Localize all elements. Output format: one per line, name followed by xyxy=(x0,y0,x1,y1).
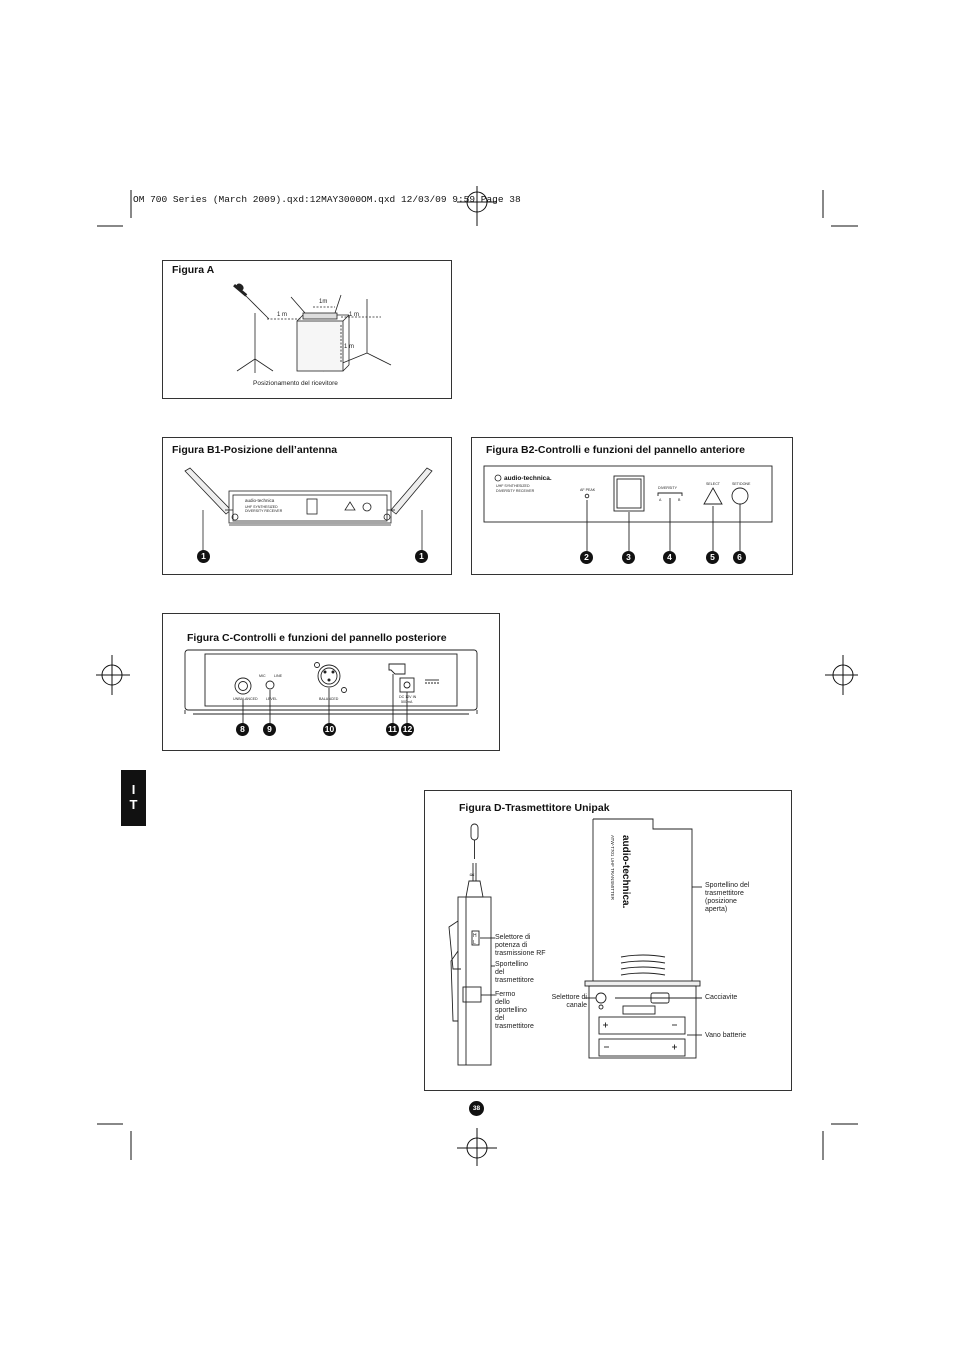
callout-12: 12 xyxy=(401,723,414,736)
label-door-latch: Fermo dello sportellino del trasmettitor… xyxy=(495,991,534,1030)
figure-b1: Figura B1-Posizione dell’antenna audio-t… xyxy=(162,437,452,575)
antenna-wave-mark: ≈ xyxy=(469,871,475,879)
transmitter-brand-text: audio-technica. xyxy=(620,835,631,909)
callout-1-left: 1 xyxy=(197,550,210,563)
b2-model-line1: UHF SYNTHESIZED xyxy=(496,484,530,488)
callout-2: 2 xyxy=(580,551,593,564)
b2-diversity-b: B xyxy=(678,498,681,502)
dim-left-label: 1 m xyxy=(277,312,288,318)
label-door-open-position: Sportellino del trasmettitore (posizione… xyxy=(705,882,750,913)
callout-10: 10 xyxy=(323,723,336,736)
label-battery-compartment: Vano batterie xyxy=(705,1032,747,1039)
front-panel-illustration: audio-technica. UHF SYNTHESIZED DIVERSIT… xyxy=(483,465,773,551)
b2-af-peak-label: AF PEAK xyxy=(580,488,596,492)
figure-b1-title: Figura B1-Posizione dell’antenna xyxy=(172,444,338,456)
page-number-badge: 38 xyxy=(469,1101,484,1116)
language-tab: I T xyxy=(121,770,146,826)
receiver-placement-illustration xyxy=(233,283,392,373)
callout-4: 4 xyxy=(663,551,676,564)
c-line-label: LINE xyxy=(274,674,283,678)
language-tab-line1: I xyxy=(131,782,136,797)
label-screwdriver: Cacciavite xyxy=(705,994,738,1001)
b2-set-label: SET/DONE xyxy=(732,482,751,486)
b2-diversity-a: A xyxy=(659,498,662,502)
b2-diversity-label: DIVERSITY xyxy=(658,486,678,490)
receiver-front-antennas-illustration: audio-technica UHF SYNTHESIZED DIVERSITY… xyxy=(184,467,433,552)
c-unbalanced-label: UNBALANCED xyxy=(233,697,258,701)
c-level-label: LEVEL xyxy=(266,697,277,701)
figure-c-title: Figura C-Controlli e funzioni del pannel… xyxy=(187,632,447,644)
figure-d: Figura D-Trasmettitore Unipak xyxy=(424,790,792,1091)
switch-lo-label: L xyxy=(473,940,476,946)
figure-c: Figura C-Controlli e funzioni del pannel… xyxy=(162,613,500,751)
callout-5: 5 xyxy=(706,551,719,564)
callout-3: 3 xyxy=(622,551,635,564)
rear-panel-illustration: UNBALANCED LEVEL MIC LINE BALANCED DC 12… xyxy=(184,649,478,724)
label-channel-selector: Selettore di canale xyxy=(551,994,587,1009)
callout-8: 8 xyxy=(236,723,249,736)
callout-1-right: 1 xyxy=(415,550,428,563)
c-mic-label: MIC xyxy=(259,674,266,678)
b1-brand-text: audio-technica xyxy=(245,498,275,503)
figure-d-title: Figura D-Trasmettitore Unipak xyxy=(459,802,610,814)
callout-11: 11 xyxy=(386,723,399,736)
label-transmitter-door: Sportellino del trasmettitore xyxy=(495,961,534,984)
dim-vertical-label: 1 m xyxy=(344,344,355,350)
figure-b2: Figura B2-Controlli e funzioni del panne… xyxy=(471,437,793,575)
figure-b2-title: Figura B2-Controlli e funzioni del panne… xyxy=(486,444,746,456)
figure-a: Figura A xyxy=(162,260,452,399)
b1-model-line2: DIVERSITY RECEIVER xyxy=(245,509,283,513)
dim-top-label: 1m xyxy=(319,299,328,305)
switch-hi-label: H xyxy=(473,933,477,939)
b1-model-line1: UHF SYNTHESIZED xyxy=(245,505,278,509)
b2-brand-text: audio-technica. xyxy=(504,475,552,482)
label-rf-power-selector: Selettore di potenza di trasmissione RF xyxy=(495,934,546,957)
unipak-transmitter-illustration: ≈ H L audio-technica. ATW-T701 UHF TRANS… xyxy=(448,818,702,1066)
file-header-line: OM 700 Series (March 2009).qxd:12MAY3000… xyxy=(133,194,521,205)
c-dc-label: DC 12V IN xyxy=(399,695,417,699)
figure-a-caption: Posizionamento del ricevitore xyxy=(253,380,338,387)
callout-9: 9 xyxy=(263,723,276,736)
transmitter-model-text: ATW-T701 UHF TRANSMITTER xyxy=(610,835,615,901)
language-tab-line2: T xyxy=(129,797,138,812)
c-balanced-label: BALANCED xyxy=(319,697,339,701)
c-dc2-label: 500mA xyxy=(401,700,413,704)
figure-a-title: Figura A xyxy=(172,264,215,276)
b2-model-line2: DIVERSITY RECEIVER xyxy=(496,489,535,493)
callout-6: 6 xyxy=(733,551,746,564)
b2-select-label: SELECT xyxy=(706,482,721,486)
dim-right-label: 1 m xyxy=(349,312,360,318)
